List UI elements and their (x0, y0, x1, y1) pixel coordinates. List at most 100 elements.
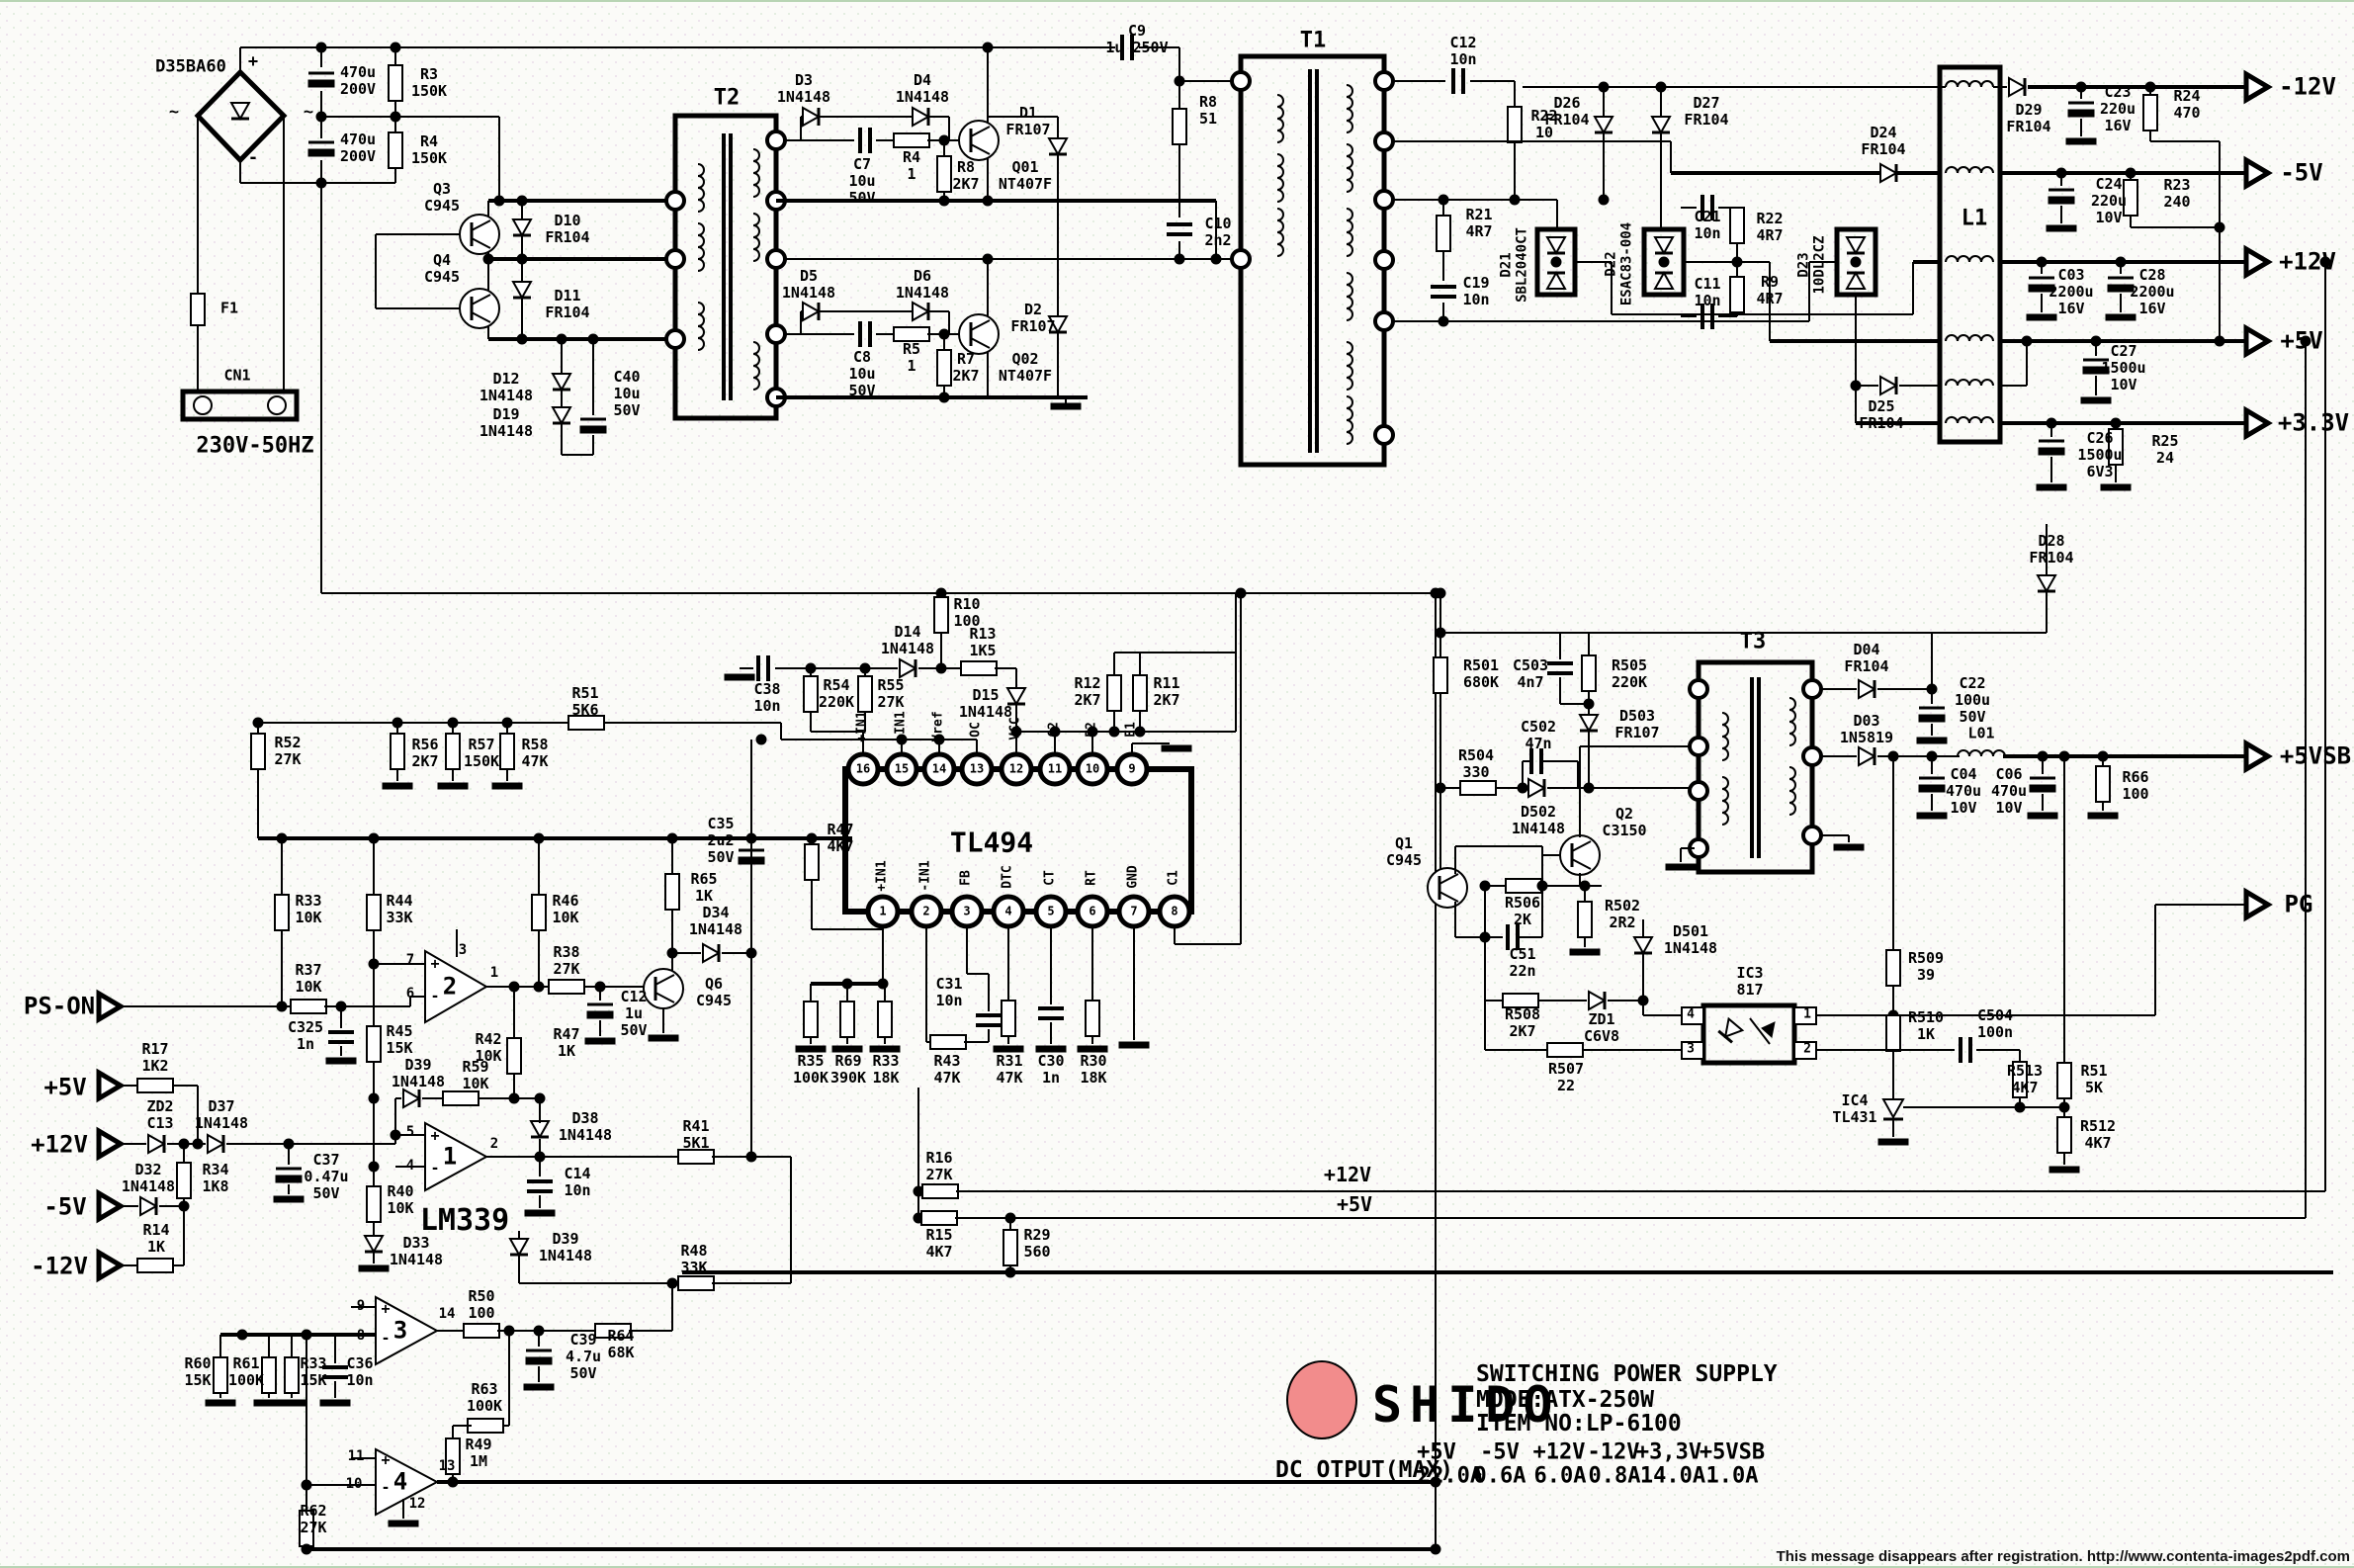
label-c503: C503 4n7 (1512, 656, 1549, 691)
label-cmp4-plus: + (381, 1450, 391, 1469)
transformer-t1 (1120, 33, 1395, 468)
label-bus12: +12V (1323, 1162, 1372, 1186)
standby-section (1426, 587, 2268, 1050)
label-d33: D33 1N4148 (389, 1234, 444, 1268)
label-r17: R17 1K2 (141, 1040, 169, 1075)
label-c24: C24 220u 10V (2090, 174, 2128, 226)
label-port-in-m5v: -5V (44, 1192, 87, 1221)
label-tl494-n1: +IN1 (874, 860, 890, 892)
label-cmp3-p8: 8 (356, 1328, 366, 1345)
label-d34: D34 1N4148 (688, 904, 743, 938)
label-r43: R43 47K (933, 1052, 961, 1087)
label-r52: R52 27K (274, 734, 302, 768)
label-cmp2-p1: 1 (489, 965, 499, 982)
label-d25: D25 FR104 (1859, 397, 1904, 432)
label-ic3-p4: 4 (1687, 1006, 1695, 1022)
label-cmp4-p12: 12 (408, 1496, 426, 1513)
label-r513: R513 4K7 (2006, 1062, 2044, 1096)
label-cmp4-p13: 13 (438, 1458, 456, 1475)
label-d14: D14 1N4148 (880, 623, 935, 657)
label-c12b: C12 1u 50V (620, 987, 648, 1039)
label-d12: D12 1N4148 (479, 370, 534, 404)
label-l01: L01 (1967, 724, 1995, 742)
label-tl494-n7: GND (1125, 865, 1141, 889)
label-r49: R49 1M (465, 1436, 492, 1470)
label-r66: R66 100 (2122, 768, 2149, 803)
label-q4: Q4 C945 (423, 251, 461, 286)
label-d37: D37 1N4148 (194, 1097, 249, 1132)
label-d23: D23 10DL2CZ (1795, 235, 1827, 295)
label-port-out-p12v: +12V (2279, 247, 2336, 276)
label-d03: D03 1N5819 (1839, 712, 1894, 746)
bridge-rectifier-section (180, 42, 1115, 593)
label-cmp1-p4: 4 (405, 1158, 415, 1175)
main-switch-section (776, 42, 1235, 410)
label-r51b: R51 5K (2080, 1062, 2108, 1096)
label-cmp3-p14: 14 (438, 1306, 456, 1323)
label-port-out-p5v: +5V (2280, 326, 2323, 355)
label-r4b: R4 1 (902, 148, 921, 183)
label-r11: R11 2K7 (1153, 674, 1180, 709)
label-cmp2-minus: - (430, 987, 440, 1005)
tl494-section (321, 587, 1440, 1053)
label-q6: Q6 C945 (695, 975, 733, 1009)
label-r10: R10 100 (953, 595, 981, 630)
label-r59: R59 10K (462, 1058, 489, 1092)
label-d11: D11 FR104 (545, 287, 590, 321)
label-r35: R35 100K (792, 1052, 829, 1087)
label-tl494-p5: 5 (1047, 904, 1055, 918)
label-c51: C51 22n (1509, 945, 1536, 980)
dc-val-0: 22.0A (1417, 1463, 1484, 1489)
label-r44: R44 33K (386, 892, 413, 926)
label-r23: R23 240 (2163, 176, 2191, 211)
label-d4: D4 1N4148 (895, 71, 950, 106)
label-r47b: R47 4K7 (827, 821, 854, 855)
supervisor-section (119, 587, 1441, 1555)
label-r3: R3 150K (410, 65, 448, 100)
label-port-ps-on: PS-ON (23, 992, 96, 1020)
label-d39b: D39 1N4148 (538, 1230, 593, 1264)
label-cmp3-p9: 9 (356, 1298, 366, 1315)
label-d39a: D39 1N4148 (391, 1056, 446, 1090)
label-r33b: R33 15K (300, 1354, 327, 1389)
label-d27: D27 FR104 (1684, 94, 1729, 129)
secondary-rectifier-section (1393, 66, 1940, 425)
label-r57: R57 150K (463, 736, 500, 770)
label-tl494-n8: C1 (1166, 870, 1181, 886)
label-ic3: IC3 817 (1736, 964, 1764, 999)
label-r15: R15 4K7 (925, 1226, 953, 1261)
label-cn1: CN1 (223, 366, 251, 385)
label-tl494-n13: OC (968, 722, 984, 738)
label-bridge-ac2: ~ (303, 102, 314, 123)
dc-col-1: -5V (1480, 1439, 1520, 1465)
label-r65: R65 1K (690, 870, 718, 905)
dc-val-1: 0.6A (1473, 1463, 1526, 1489)
label-r4a: R4 150K (410, 132, 448, 167)
label-c8: C8 10u 50V (848, 347, 876, 399)
transformer-t2 (664, 113, 787, 421)
dc-val-4: 14.0A (1639, 1463, 1706, 1489)
label-r5: R5 1 (902, 340, 921, 375)
driver-transistors-section (375, 195, 674, 456)
label-c37: C37 0.47u 50V (304, 1150, 349, 1202)
label-c27: C27 1500u 10V (2101, 341, 2146, 393)
label-c39: C39 4.7u 50V (565, 1330, 602, 1382)
title-line2: MODE:ATX-250W (1476, 1387, 1655, 1413)
label-tl494-n14: Vref (930, 711, 946, 742)
label-tl494-p16: 16 (855, 761, 871, 776)
label-c38: C38 10n (753, 680, 781, 715)
bottom-edge-line (0, 1566, 2354, 1568)
dc-val-5: 1.0A (1705, 1463, 1759, 1489)
label-r504: R504 330 (1457, 746, 1495, 781)
label-cmp1-p2: 2 (489, 1136, 499, 1153)
label-q2: Q2 C3150 (1602, 805, 1647, 839)
label-c325: C325 1n (287, 1018, 324, 1053)
label-r16: R16 27K (925, 1149, 953, 1183)
label-bridge-plus: + (247, 51, 259, 72)
label-bridge-ac1: ~ (168, 102, 180, 123)
label-tl494-p3: 3 (963, 904, 971, 918)
label-tl494-p6: 6 (1089, 904, 1096, 918)
label-cmp1-plus: + (430, 1126, 440, 1145)
